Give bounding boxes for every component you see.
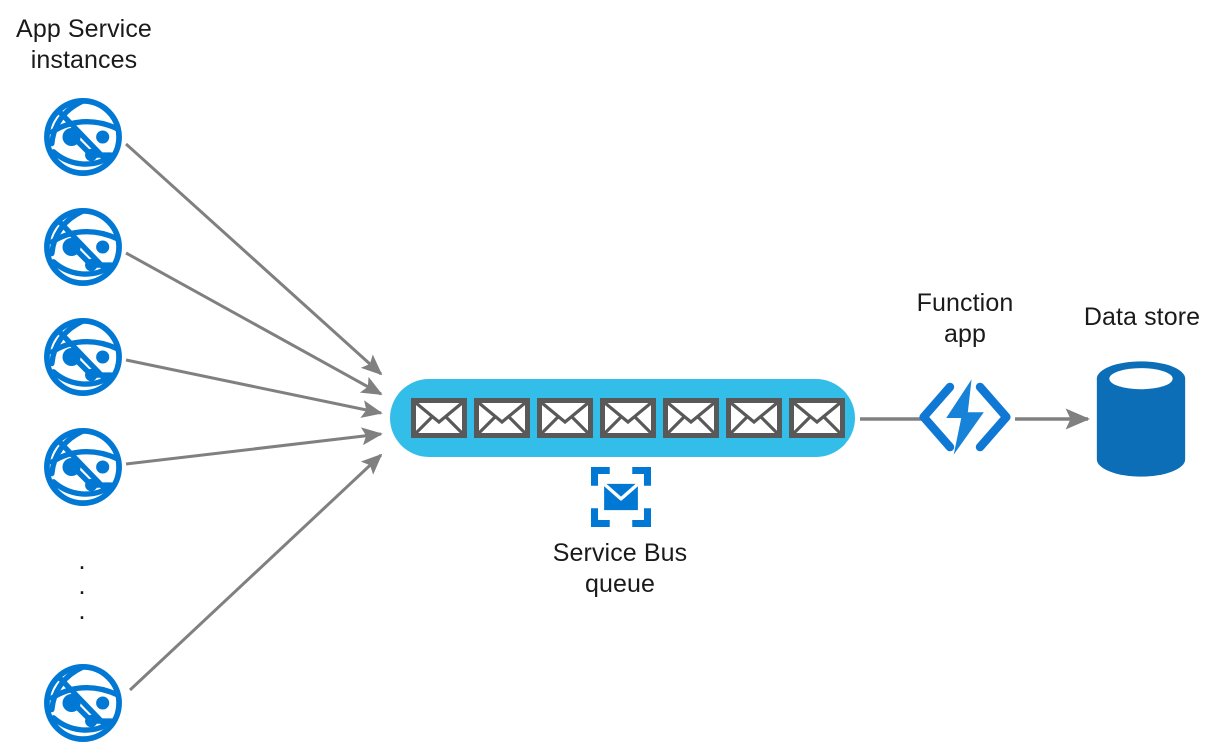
connector-arrows <box>124 142 383 692</box>
service-bus-queue-container[interactable] <box>390 379 855 457</box>
app-service-instance-5[interactable] <box>47 667 119 739</box>
service-bus-icon[interactable] <box>594 470 648 524</box>
queue-message-3[interactable] <box>540 401 591 436</box>
queue-message-5[interactable] <box>666 401 717 436</box>
ellipsis-dot-1: . <box>78 545 86 575</box>
queue-message-1[interactable] <box>414 401 465 436</box>
function-app-icon[interactable] <box>924 379 1007 454</box>
app-service-instances-label: App Service instances <box>16 15 152 74</box>
app-instance-3-to-queue <box>125 358 383 418</box>
data-store-label: Data store <box>1083 303 1201 331</box>
queue-message-7[interactable] <box>792 401 843 436</box>
data-store-icon[interactable] <box>1096 361 1186 477</box>
app-instance-2-to-queue <box>125 251 383 396</box>
app-service-instance-2[interactable] <box>47 211 119 283</box>
ellipsis-dot-2: . <box>78 570 86 600</box>
service-bus-queue-label: Service Bus queue <box>552 539 688 598</box>
app-service-instance-3[interactable] <box>47 321 119 393</box>
app-service-instance-1[interactable] <box>47 101 119 173</box>
app-service-instance-4[interactable] <box>47 431 119 503</box>
app-instance-4-to-queue <box>125 427 383 466</box>
app-instance-1-to-queue <box>124 142 383 376</box>
function-app-label: Function app <box>916 289 1014 348</box>
queue-message-4[interactable] <box>603 401 654 436</box>
app-instance-5-to-queue <box>128 453 383 692</box>
queue-message-2[interactable] <box>477 401 528 436</box>
queue-message-6[interactable] <box>729 401 780 436</box>
ellipsis-dot-3: . <box>78 595 86 625</box>
